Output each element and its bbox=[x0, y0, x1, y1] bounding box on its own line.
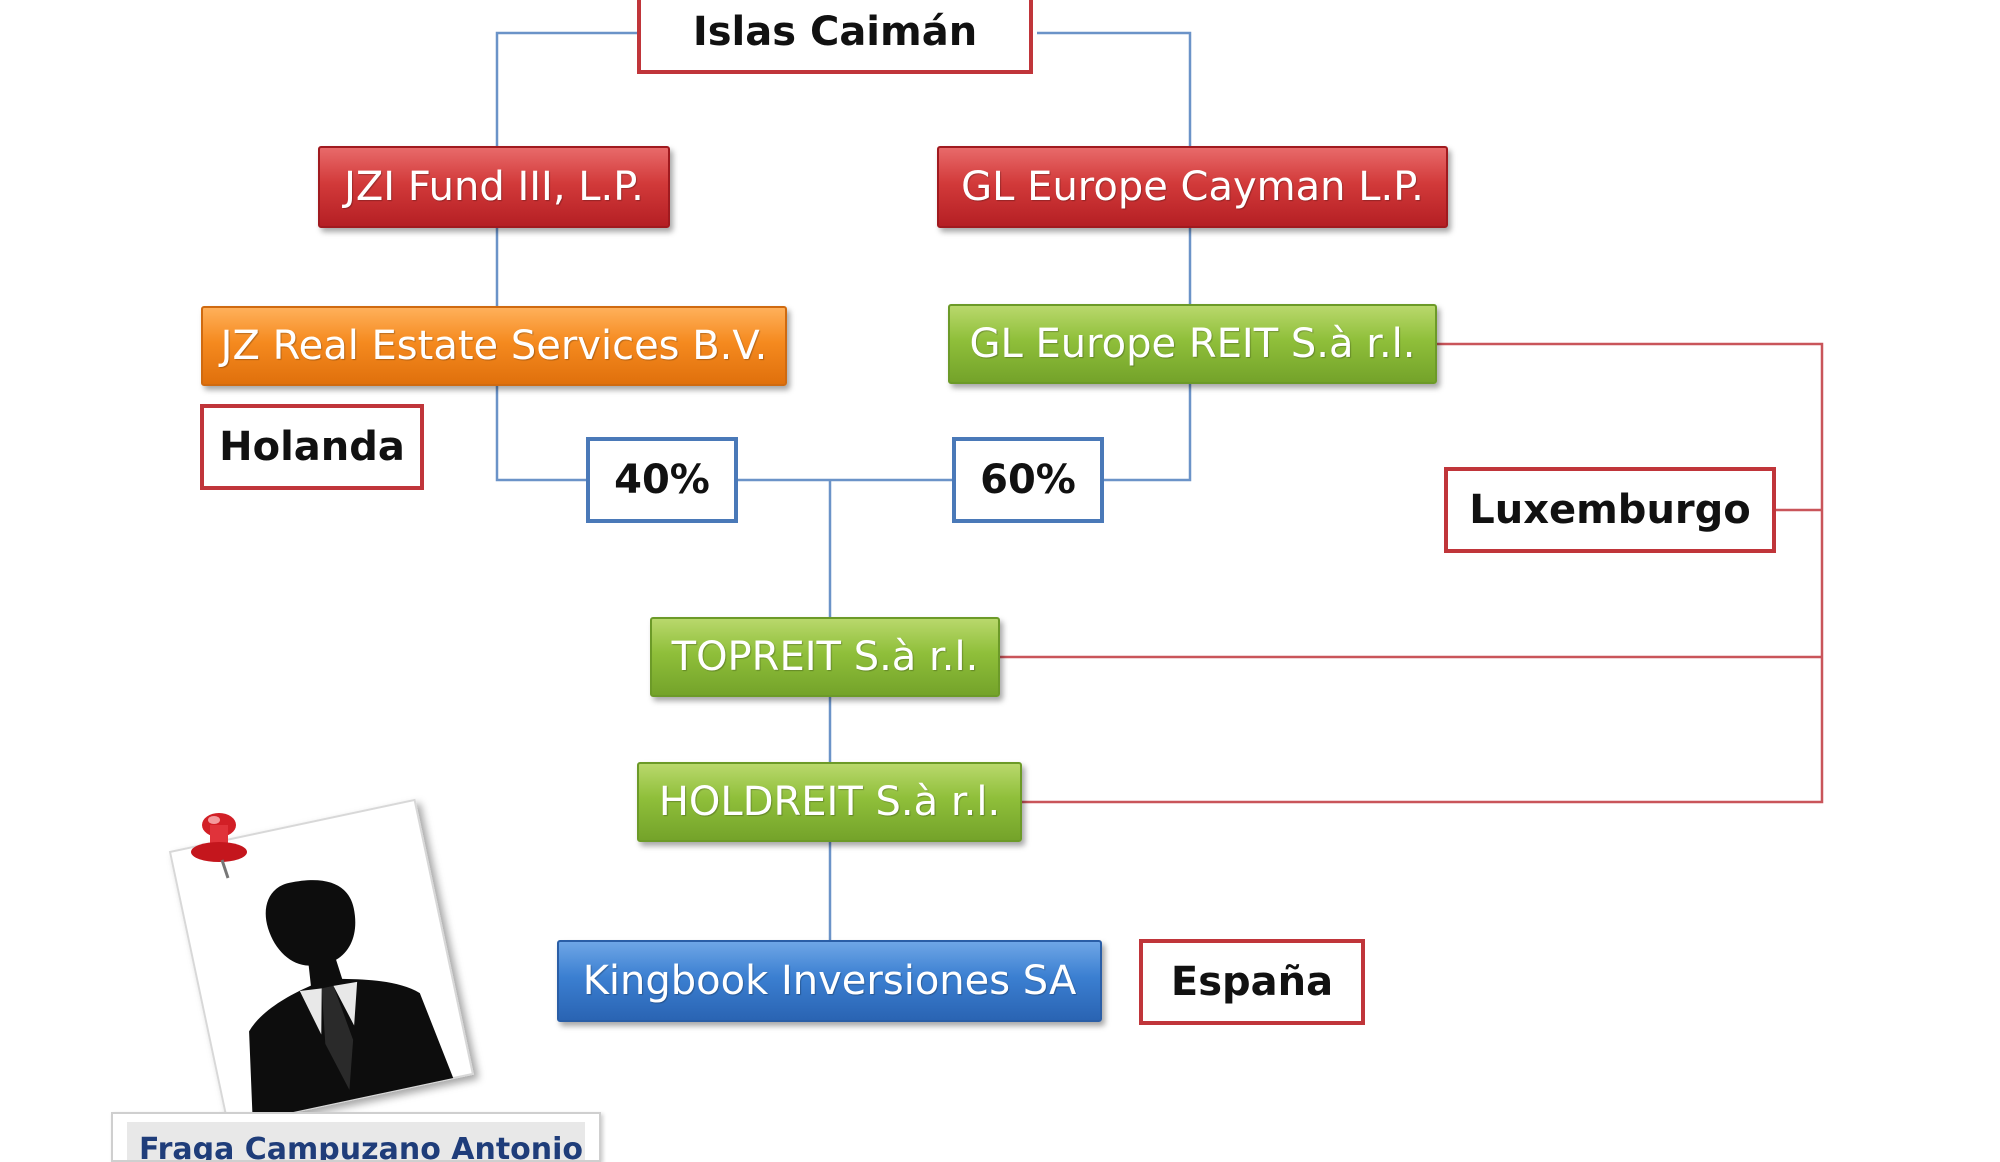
entity-topreit: TOPREIT S.à r.l. bbox=[650, 617, 1000, 697]
share-label-60: 60% bbox=[952, 437, 1104, 523]
entity-gl-europe-cayman: GL Europe Cayman L.P. bbox=[937, 146, 1448, 228]
link-gl-reit-60 bbox=[1100, 384, 1192, 482]
entity-jzi-fund: JZI Fund III, L.P. bbox=[318, 146, 670, 228]
entity-holdreit: HOLDREIT S.à r.l. bbox=[637, 762, 1022, 842]
link-cayman-gl bbox=[1037, 31, 1192, 146]
person-caption-card: Fraga Campuzano Antonio bbox=[111, 1112, 601, 1162]
country-label-holland: Holanda bbox=[200, 404, 424, 490]
entity-jz-real-estate: JZ Real Estate Services B.V. bbox=[201, 306, 787, 386]
entity-gl-europe-reit: GL Europe REIT S.à r.l. bbox=[948, 304, 1437, 384]
share-label-40: 40% bbox=[586, 437, 738, 523]
link-gl-reit-luxembourg bbox=[1022, 342, 1824, 804]
red-pushpin-icon bbox=[191, 813, 247, 879]
country-label-luxembourg: Luxemburgo bbox=[1444, 467, 1776, 553]
country-label-spain: España bbox=[1139, 939, 1365, 1025]
entity-kingbook: Kingbook Inversiones SA bbox=[557, 940, 1102, 1022]
person-caption: Fraga Campuzano Antonio bbox=[127, 1122, 585, 1160]
country-label-cayman: Islas Caimán bbox=[637, 0, 1033, 74]
link-cayman-jzi bbox=[495, 31, 643, 146]
person-silhouette-icon bbox=[249, 880, 454, 1115]
pinned-person-photo bbox=[168, 798, 474, 1115]
link-jz-real-estate-40 bbox=[495, 386, 590, 482]
